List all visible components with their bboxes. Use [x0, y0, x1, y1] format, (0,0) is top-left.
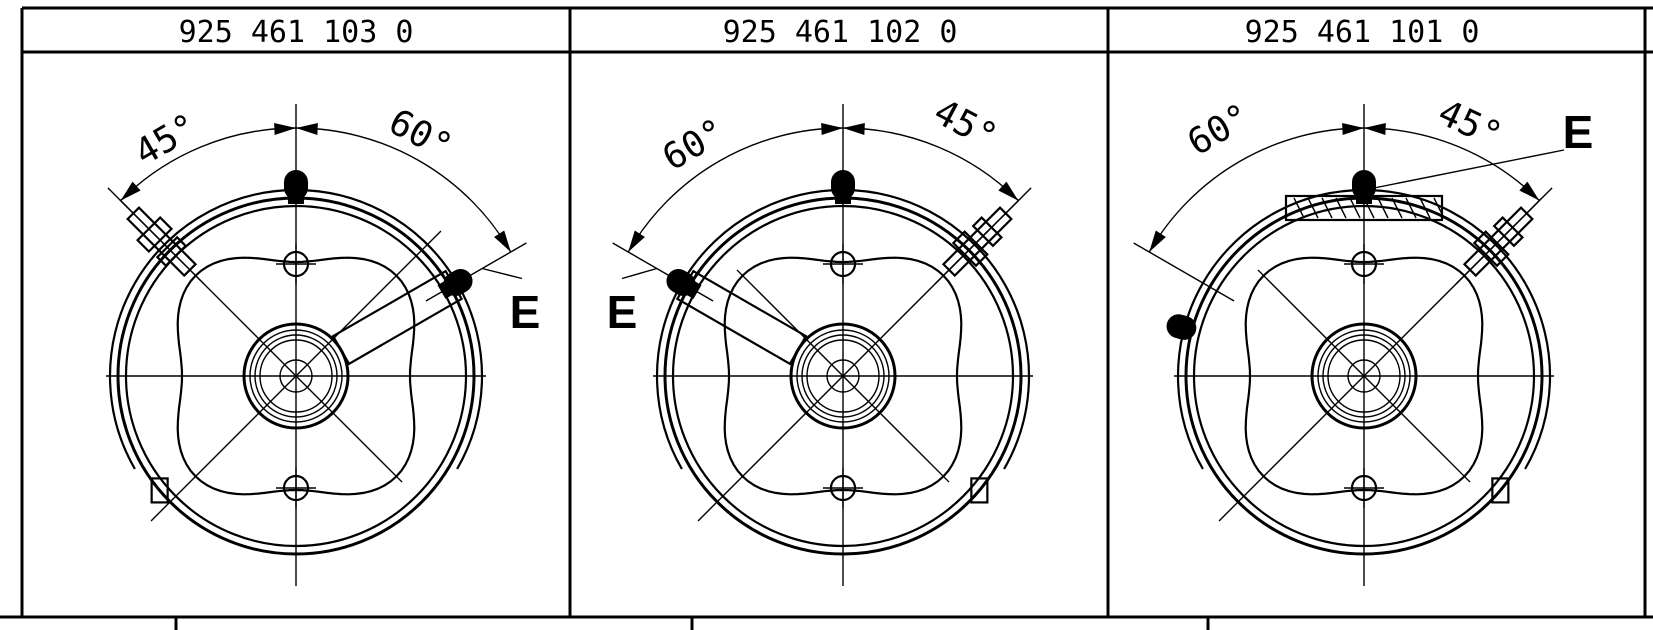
clamp-bolt-assembly — [934, 198, 1021, 285]
brake-chamber-2 — [612, 104, 1033, 586]
part-number-2: 925 461 102 0 — [723, 15, 958, 50]
bracket-hatch — [1321, 197, 1333, 219]
housing-lug — [970, 477, 989, 504]
panel-2: 925 461 102 0 60° 45° E — [607, 15, 1033, 586]
bracket-hatch — [1405, 197, 1417, 219]
bolt-axis — [934, 198, 1021, 285]
marker-leader — [621, 267, 657, 280]
diagonal-centerline — [736, 269, 844, 377]
dimension-arrowhead — [998, 181, 1019, 201]
dimension-arrowhead — [821, 122, 843, 135]
angle-left-2: 60° — [656, 111, 733, 179]
port-fitting-side — [1166, 314, 1197, 340]
dimension-arrowhead — [628, 230, 645, 252]
port-fitting-e-stem — [437, 279, 456, 299]
dimension-arrowhead — [120, 181, 141, 201]
clamp-bolt-assembly — [118, 198, 205, 285]
bolt-axis — [118, 198, 205, 285]
part-number-3: 925 461 101 0 — [1245, 15, 1480, 50]
port-bracket-top — [1284, 194, 1444, 222]
bracket-hatch — [1377, 197, 1389, 219]
diagonal-centerline — [1257, 269, 1365, 377]
panel-1: 925 461 103 0 45° 60° E — [106, 15, 540, 586]
dimension-arrowhead — [843, 122, 865, 135]
diagonal-centerline — [1218, 375, 1365, 522]
housing-lug — [150, 477, 169, 504]
dimension-arc-right — [295, 127, 512, 253]
bracket-hatch — [1335, 197, 1347, 219]
part-number-1: 925 461 103 0 — [179, 15, 414, 50]
port-fitting-side-body — [1166, 314, 1197, 340]
dimension-arrowhead — [1364, 122, 1386, 135]
drawing-frame — [0, 6, 1653, 630]
bracket-hatch — [1391, 197, 1403, 219]
dimension-arc-left — [120, 127, 297, 202]
dimension-arrowhead — [1519, 181, 1540, 201]
port-bracket — [331, 269, 464, 366]
diagonal-centerline — [697, 375, 844, 522]
bracket-hatch — [1349, 197, 1361, 219]
marker-e-3: E — [1563, 106, 1594, 158]
housing-lug — [1491, 477, 1510, 504]
diagonal-centerline — [295, 230, 442, 377]
angle-right-2: 45° — [927, 91, 1004, 158]
port-bracket — [675, 269, 808, 366]
diagonal-centerline — [842, 375, 950, 483]
dimension-arc-right — [1363, 127, 1540, 202]
diagonal-centerline — [189, 269, 297, 377]
bracket-hatch — [1363, 197, 1375, 219]
panel-3: 925 461 101 0 60° 45° E — [1133, 15, 1594, 586]
bracket-hatch — [1307, 197, 1319, 219]
brake-chamber-1 — [106, 104, 527, 586]
diagonal-centerline — [295, 375, 403, 483]
dimension-arc-left — [1148, 127, 1365, 253]
port-fitting-e — [331, 269, 473, 366]
bolt-axis — [1455, 198, 1542, 285]
dimension-arrowhead — [1149, 230, 1166, 252]
port-fitting-top-stem — [835, 192, 851, 204]
extension-line — [1133, 242, 1235, 302]
angle-left-3: 60° — [1181, 96, 1258, 164]
brake-chamber-3 — [1133, 104, 1565, 586]
clamp-bolt-assembly — [1455, 198, 1542, 285]
marker-leader — [1373, 149, 1565, 189]
marker-e-1: E — [510, 286, 541, 338]
angle-right-1: 60° — [382, 101, 459, 168]
diagonal-centerline — [1363, 375, 1471, 483]
port-fitting-e — [666, 269, 808, 366]
marker-leader — [482, 267, 523, 280]
port-fitting-top-stem — [288, 192, 304, 204]
dimension-arc-right — [842, 127, 1019, 202]
dimension-arrowhead — [494, 230, 511, 252]
marker-e-2: E — [607, 286, 638, 338]
dimension-arrowhead — [296, 122, 318, 135]
angle-right-3: 45° — [1432, 92, 1508, 157]
dimension-arc-left — [627, 127, 844, 253]
bracket-hatch — [1419, 197, 1431, 219]
port-fitting-e-stem — [683, 279, 702, 299]
bracket-hatch — [1293, 197, 1305, 219]
bracket-hatch — [1433, 197, 1445, 219]
diagonal-centerline — [150, 375, 297, 522]
dimension-arrowhead — [1342, 122, 1364, 135]
dimension-arrowhead — [274, 122, 296, 135]
